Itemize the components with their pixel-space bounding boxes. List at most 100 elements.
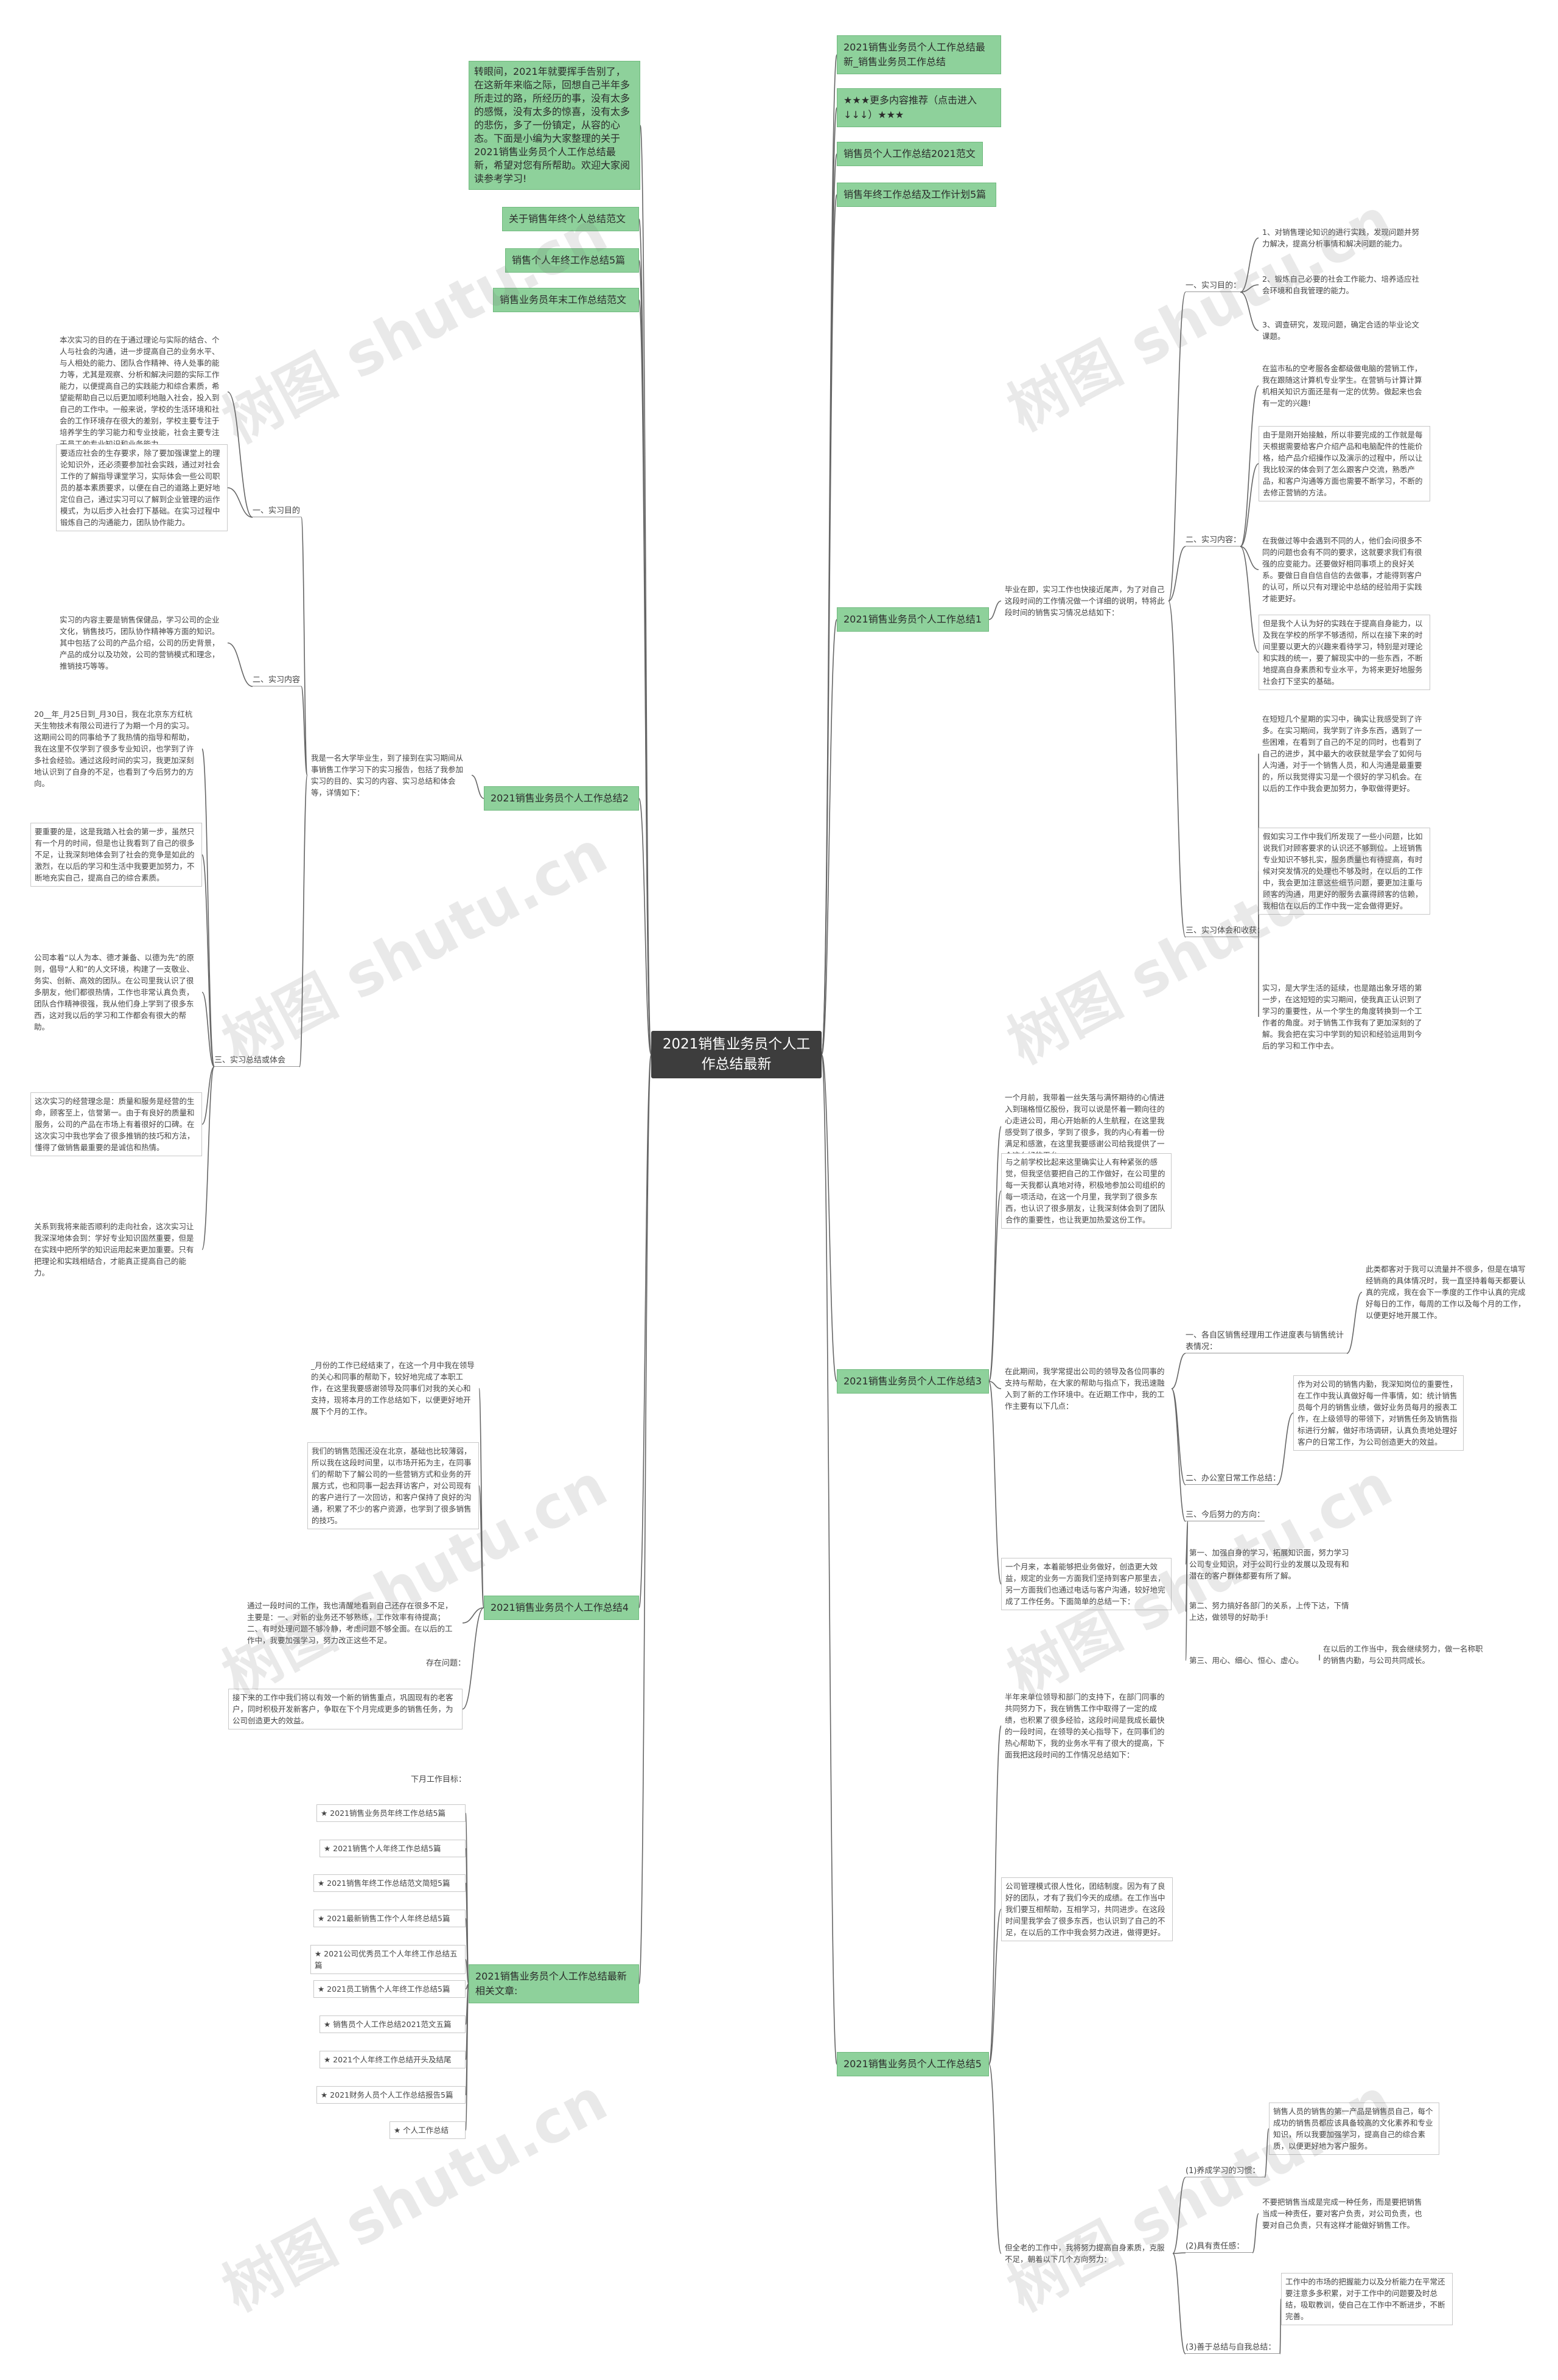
left-link[interactable]: 销售业务员年末工作总结范文 [493, 288, 639, 312]
s3-subheading: 二、办公室日常工作总结： [1186, 1473, 1280, 1485]
related-article-link[interactable]: ★ 2021销售业务员年终工作总结5篇 [316, 1804, 466, 1822]
connector [1240, 284, 1259, 293]
s5-item: 销售人员的销售的第一产品是销售员自己，每个成功的销售员都应该具备较高的文化素养和… [1269, 2103, 1439, 2155]
connector [301, 517, 308, 776]
s3-item: 第三、用心、细心、恒心、虚心。 [1189, 1656, 1304, 1665]
s1-item: 2、锻炼自己必要的社会工作能力、培养适应社会环境和自我管理的能力。 [1262, 274, 1419, 295]
s5-intro: 但全老的工作中，我将努力提高自身素质，克服不足，朝着以下几个方向努力： [1005, 2243, 1165, 2264]
section-5-title[interactable]: 2021销售业务员个人工作总结5 [837, 2052, 989, 2076]
connector [1240, 546, 1259, 570]
connector [1240, 237, 1259, 293]
related-article-link[interactable]: ★ 2021员工销售个人年终工作总结5篇 [313, 1980, 466, 1998]
s3-intro: 一个月前，我带着一丝失落与满怀期待的心情进入到瑞格恒亿股份，我可以说是怀着一颗向… [1005, 1093, 1165, 1160]
top-link[interactable]: 销售员个人工作总结2021范文 [837, 142, 983, 166]
s5-intro: 公司管理模式很人性化，团结制度。因为有了良好的团队，才有了我们今天的成绩。在工作… [1001, 1877, 1173, 1941]
connector [638, 1054, 652, 1984]
s3-subheading: 三、今后努力的方向： [1186, 1509, 1265, 1521]
connector [988, 1190, 1002, 1382]
s2-item: 20__年_月25日到_月30日，我在北京东方红杭天生物技术有限公司进行了为期一… [34, 710, 194, 788]
connector [1172, 2177, 1186, 2254]
s4-item: _月份的工作已经结束了，在这一个月中我在领导的关心和同事的帮助下，较好地完成了本… [311, 1361, 475, 1416]
s4-item: 通过一段时间的工作，我也清醒地看到自己还存在很多不足，主要是：一、对新的业务还不… [247, 1601, 453, 1645]
connector [1240, 546, 1259, 653]
connector [465, 1959, 469, 1984]
s2-item: 公司本着“以人为本、德才兼备、以德为先”的原则，倡导“人和”的人文环境，构建了一… [34, 953, 194, 1031]
connector [638, 299, 652, 1055]
s1-item: 在我做过等中会遇到不同的人，他们会问很多不同的问题也会有不同的要求，这就要求我们… [1262, 536, 1422, 603]
related-article-link[interactable]: ★ 2021销售个人年终工作总结5篇 [320, 1840, 466, 1857]
related-article-link[interactable]: ★ 2021个人年终工作总结开头及结尾 [320, 2051, 466, 2068]
connector [227, 391, 253, 518]
connector [1185, 1521, 1189, 1661]
connector [201, 748, 215, 1067]
s2-item: 要重要的是，这是我踏入社会的第一步，虽然只有一个月的时间，但是也让我看到了自己的… [30, 823, 202, 887]
connector [1168, 600, 1186, 938]
section-2-title[interactable]: 2021销售业务员个人工作总结2 [484, 786, 639, 811]
intro-text: 转眼间，2021年就要挥手告别了，在这新年来临之际，回想自己半年多所走过的路，所… [469, 61, 640, 190]
top-link[interactable]: 2021销售业务员个人工作总结最新_销售业务员工作总结 [837, 35, 1001, 74]
s4-item: 接下来的工作中我们将以有效一个新的销售重点，巩固现有的老客户，同时积极开发新客户… [228, 1689, 463, 1729]
s3-item: 在以后的工作当中，我会继续努力，做一名称职的销售内勤，与公司共同成长。 [1323, 1644, 1483, 1665]
connector [462, 1607, 484, 1624]
related-article-link[interactable]: ★ 2021公司优秀员工个人年终工作总结五篇 [310, 1945, 466, 1974]
connector [1276, 1412, 1294, 1485]
related-article-link[interactable]: ★ 2021财务人员个人工作总结报告5篇 [316, 2086, 466, 2104]
connector [478, 1387, 484, 1608]
top-link[interactable]: ★★★更多内容推荐（点击进入↓↓↓）★★★ [837, 88, 1001, 127]
connector [201, 1066, 215, 1251]
connector [1264, 2128, 1270, 2178]
connector [301, 686, 308, 776]
related-article-link[interactable]: ★ 销售员个人工作总结2021范文五篇 [320, 2015, 466, 2033]
s3-intro: 在此期间，我学常提出公司的领导及各位同事的支持与帮助，在大家的帮助与指点下，我迅… [1005, 1367, 1165, 1411]
connector [201, 991, 215, 1067]
section-4-title[interactable]: 2021销售业务员个人工作总结4 [484, 1596, 639, 1620]
left-link[interactable]: 销售个人年终工作总结5篇 [505, 248, 639, 273]
s1-item: 由于是刚开始接触，所以非要完成的工作就是每天根据需要给客户介绍产品和电脑配件的性… [1259, 426, 1430, 501]
s3-intro: 与之前学校比起来这里确实让人有种紧张的感觉，但我坚信要把自己的工作做好，在公司里… [1001, 1153, 1172, 1229]
s2-subheading: 一、实习目的 [253, 505, 301, 517]
connector [821, 1054, 837, 1382]
s3-item: 此类都客对于我可以流量并不很多，但是在填写经销商的具体情况时，我一直坚持着每天都… [1366, 1265, 1526, 1320]
s2-item: 要适应社会的生存要求，除了要加强课堂上的理论知识外，还必须要参加社会实践，通过对… [56, 444, 228, 531]
connector [462, 1607, 484, 1710]
connector [1168, 546, 1186, 602]
s1-item: 在监市私的空考服各金都级做电脑的营销工作，我在跟随这计算机专业学生。在营销与计算… [1262, 364, 1422, 408]
connector [988, 1725, 1002, 2065]
s2-item: 实习的内容主要是销售保健品，学习公司的企业文化，销售技巧，团队协作精神等方面的知… [60, 615, 220, 671]
root-topic[interactable]: 2021销售业务员个人工作总结最新 [651, 1031, 822, 1078]
connector [1279, 2298, 1282, 2354]
s1-item: 3、调查研究，发现问题，确定合适的毕业论文课题。 [1262, 320, 1419, 341]
related-article-link[interactable]: ★ 2021最新销售工作个人年终总结5篇 [313, 1910, 466, 1927]
related-article-link[interactable]: ★ 2021销售年终工作总结范文简短5篇 [313, 1874, 466, 1892]
section-3-title[interactable]: 2021销售业务员个人工作总结3 [837, 1369, 989, 1394]
connector [638, 798, 652, 1055]
connector [227, 487, 253, 518]
connector [1168, 291, 1186, 602]
s1-item: 在短短几个星期的实习中，确实让我感受到了许多。在实习期间，我学到了许多东西，遇到… [1262, 714, 1422, 793]
section-1-title[interactable]: 2021销售业务员个人工作总结1 [837, 607, 989, 632]
s2-subheading: 二、实习内容 [253, 674, 301, 686]
connector [1171, 1388, 1186, 1522]
s1-item: 1、对销售理论知识的进行实践，发现问题并努力解决，提高分析事情和解决问题的能力。 [1262, 228, 1419, 248]
top-link[interactable]: 销售年终工作总结及工作计划5篇 [837, 183, 996, 207]
s2-item: 关系到我将来能否顺利的走向社会，这次实习让我深深地体会到：学好专业知识固然重要，… [34, 1222, 194, 1277]
s3-subheading: 一、各自区销售经理用工作进度表与销售统计表情况： [1186, 1330, 1347, 1353]
connector [478, 1485, 484, 1608]
s2-subheading: 三、实习总结或体会 [214, 1055, 299, 1067]
s3-item: 作为对公司的销售内勤，我深知岗位的重要性，在工作中我认真做好每一件事情，如：统计… [1293, 1375, 1464, 1451]
connector [638, 1054, 652, 1608]
related-articles-title[interactable]: 2021销售业务员个人工作总结最新相关文章: [469, 1964, 639, 2003]
connector [465, 1983, 469, 2131]
s1-item: 实习，是大学生活的延续，也是踏出象牙塔的第一步，在这短短的实习期间，使我真正认识… [1262, 983, 1422, 1050]
connector [1240, 463, 1259, 547]
related-article-link[interactable]: ★ 个人工作总结 [390, 2121, 466, 2139]
left-link[interactable]: 关于销售年终个人总结范文 [502, 207, 639, 231]
connector [1252, 2213, 1259, 2253]
connector [471, 775, 484, 799]
connector [299, 775, 308, 1067]
s4-plan: 下月工作目标： [411, 1775, 467, 1784]
connector [640, 125, 652, 1055]
s2-item: 这次实习的经营理念是：质量和服务是经营的生命，顾客至上，信誉第一。由于有良好的质… [30, 1092, 202, 1156]
s1-subheading: 三、实习体会和收获： [1186, 925, 1265, 937]
